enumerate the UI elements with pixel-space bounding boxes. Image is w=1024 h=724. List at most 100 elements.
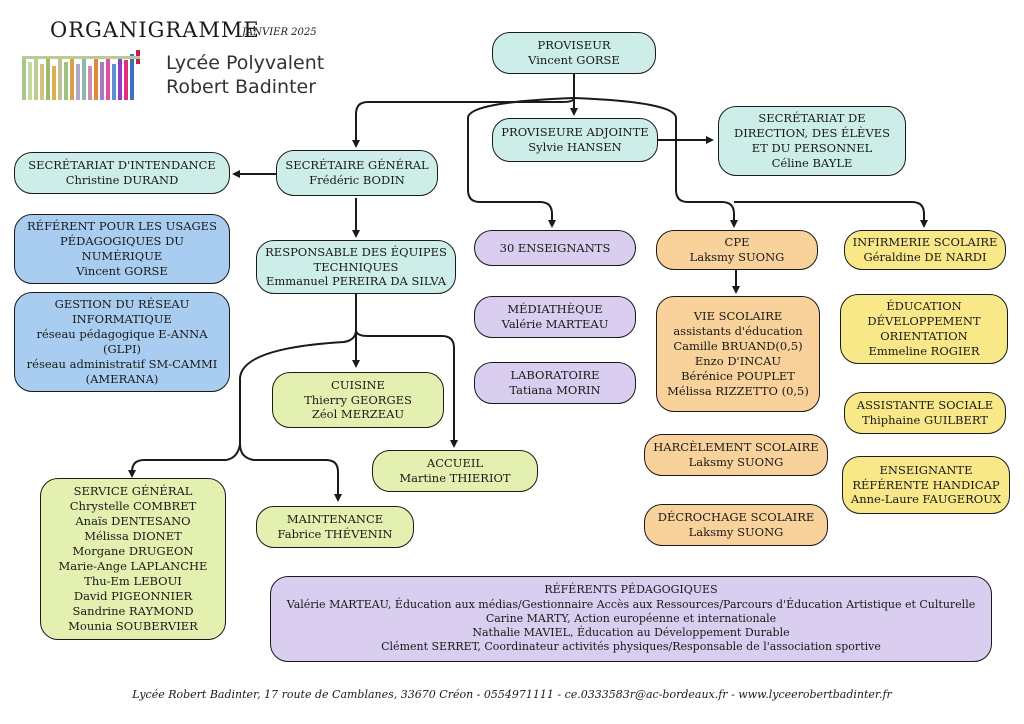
box-line: Céline BAYLE [771,155,853,170]
box-line: Anaïs DENTESANO [75,514,191,529]
school-name-line1: Lycée Polyvalent [166,52,325,74]
box-line: Thiphaine GUILBERT [862,413,988,427]
box-line: DÉVELOPPEMENT [867,314,981,329]
page-title: ORGANIGRAMME [50,18,260,42]
footer-address: Lycée Robert Badinter, 17 route de Cambl… [132,688,892,701]
box-title: MAINTENANCE [286,512,384,527]
box-line: Thu-Em LEBOUI [84,573,182,588]
box-line: réseau pédagogique E-ANNA [36,327,208,342]
box-line: Nathalie MAVIEL, Éducation au Développem… [472,626,790,640]
box-title: PROVISEURE ADJOINTE [501,125,649,140]
box-title: RÉFÉRENTS PÉDAGOGIQUES [544,583,718,597]
box-line: Sylvie HANSEN [528,140,622,154]
box-line: Laksmy SUONG [689,250,785,264]
box-line: Emmanuel PEREIRA DA SILVA [265,274,447,289]
box-title: LABORATOIRE [510,368,600,383]
box-line: ET DU PERSONNEL [751,141,873,155]
box-title: INFIRMERIE SCOLAIRE [852,235,998,250]
box-line: Valérie MARTEAU, Éducation aux médias/Ge… [286,597,976,611]
box-line: TECHNIQUES [313,259,399,274]
box-line: Carine MARTY, Action européenne et inter… [485,611,777,625]
box-line: Géraldine DE NARDI [863,250,987,264]
box-line: NUMÉRIQUE [81,249,163,263]
box-line: Christine DURAND [65,173,179,187]
box-line: réseau administratif SM-CAMMI [26,356,218,371]
box-title: ÉDUCATION [886,299,962,314]
box-line: Enzo D'INCAU [694,354,782,368]
box-title: SERVICE GÉNÉRAL [73,484,193,499]
box-line: Mélissa RIZZETTO (0,5) [667,383,809,398]
box-title: GESTION DU RÉSEAU [54,297,190,312]
box-title: RÉFÉRENT POUR LES USAGES [27,219,217,234]
box-line: Bérénice POUPLET [681,368,795,383]
box-title: MÉDIATHÈQUE [507,302,603,317]
box-line: Laksmy SUONG [688,525,784,539]
box-line: (AMERANA) [85,371,159,386]
box-line: Zéol MERZEAU [311,407,405,422]
box-line: Valérie MARTEAU [501,317,609,331]
box-title: DÉCROCHAGE SCOLAIRE [657,510,815,525]
school-name: Lycée Polyvalent Robert Badinter [166,52,324,100]
box-line: Mounia SOUBERVIER [68,618,198,633]
box-line: Frédéric BODIN [309,173,405,187]
box-title: RESPONSABLE DES ÉQUIPES [265,244,447,259]
box-title: HARCÈLEMENT SCOLAIRE [653,440,819,455]
page-date: JANVIER 2025 [242,27,317,38]
box-line: assistants d'éducation [673,324,803,339]
box-title: SECRÉTARIAT D'INTENDANCE [28,158,216,173]
box-line: Martine THIERIOT [399,471,511,485]
box-line: Clément SERRET, Coordinateur activités p… [381,640,881,654]
box-title: SECRÉTAIRE GÉNÉRAL [285,158,429,173]
mosaic-logo-icon [22,50,140,100]
box-line: Anne-Laure FAUGEROUX [850,492,1002,507]
box-line: DIRECTION, DES ÉLÈVES [733,126,891,141]
box-line: Tatiana MORIN [509,383,601,397]
box-line: Morgane DRUGEON [72,544,194,559]
box-title: ASSISTANTE SOCIALE [856,398,994,413]
box-title: ENSEIGNANTE [879,462,973,477]
box-line: Sandrine RAYMOND [72,603,194,618]
box-line: Vincent GORSE [76,263,168,278]
box-line: Camille BRUAND(0,5) [673,339,803,354]
box-title: CUISINE [331,377,385,392]
box-line: PÉDAGOGIQUES DU [60,234,184,249]
box-line: Chrystelle COMBRET [69,499,197,514]
box-line: INFORMATIQUE [72,312,172,327]
box-title: ACCUEIL [426,456,484,471]
box-title: SECRÉTARIAT DE [758,111,866,126]
box-line: (GLPI) [102,342,142,356]
box-line: Mélissa DIONET [84,529,182,544]
box-title: VIE SCOLAIRE [693,309,783,324]
box-enseignants: 30 ENSEIGNANTS [474,230,636,266]
box-line: ORIENTATION [880,329,968,343]
box-line: Emmeline ROGIER [868,343,980,358]
box-line: Thierry GEORGES [304,392,412,407]
box-title: PROVISEUR [537,38,611,53]
box-line: Laksmy SUONG [688,455,784,469]
box-line: Fabrice THÉVENIN [277,527,393,541]
box-line: David PIGEONNIER [73,588,193,603]
box-line: Vincent GORSE [528,53,620,67]
